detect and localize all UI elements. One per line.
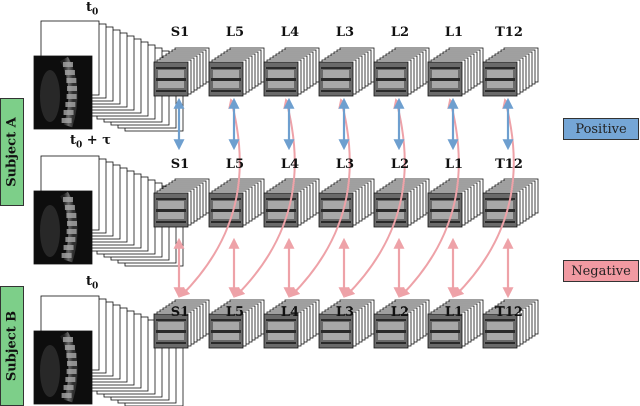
vertebra-stack-r1-L4 xyxy=(263,47,320,97)
sagittal-spine-mri-subject-a-t0-plus-tau xyxy=(40,191,78,263)
level-label-r3-L2: L2 xyxy=(390,305,410,320)
level-label-r3-L5: L5 xyxy=(225,305,245,320)
vertebra-stack-r3-L4 xyxy=(263,299,320,349)
axial-vertebra-mri-stack xyxy=(485,67,515,92)
vertebra-stack-r1-S1 xyxy=(153,47,210,97)
axial-vertebra-mri-stack xyxy=(266,319,296,344)
vertebra-stack-r3-L5 xyxy=(208,299,265,349)
level-label-r2-T12: T12 xyxy=(495,157,523,172)
vertebra-stack-r2-T12 xyxy=(482,178,539,228)
vertebra-stack-r3-S1 xyxy=(153,299,210,349)
level-label-r2-L3: L3 xyxy=(335,157,355,172)
vertebra-stack-r3-L1 xyxy=(427,299,484,349)
vertebra-stack-r1-L2 xyxy=(373,47,430,97)
time-label-t0-plus-tau: t0 + τ xyxy=(70,133,111,151)
axial-vertebra-mri-stack xyxy=(376,319,406,344)
vertebra-stack-r3-L2 xyxy=(373,299,430,349)
vertebra-stack-r2-L5 xyxy=(208,178,265,228)
axial-vertebra-mri-stack xyxy=(156,67,186,92)
axial-vertebra-mri-stack xyxy=(156,198,186,223)
vertebra-stack-r1-T12 xyxy=(482,47,539,97)
level-label-r3-L3: L3 xyxy=(335,305,355,320)
level-label-r2-L1: L1 xyxy=(444,157,464,172)
level-label-r2-L2: L2 xyxy=(390,157,410,172)
subject-b-label: Subject B xyxy=(0,286,24,406)
level-label-r2-L5: L5 xyxy=(225,157,245,172)
level-label-r2-S1: S1 xyxy=(170,157,190,172)
vertebra-stack-r1-L1 xyxy=(427,47,484,97)
vertebra-stack-r2-L1 xyxy=(427,178,484,228)
sagittal-spine-mri-subject-b-t0 xyxy=(40,331,78,403)
legend-positive: Positive xyxy=(563,118,639,140)
level-label-r3-T12: T12 xyxy=(495,305,523,320)
vertebra-stack-r1-L5 xyxy=(208,47,265,97)
axial-vertebra-mri-stack xyxy=(430,319,460,344)
time-label-t0-row3: t0 xyxy=(86,274,99,292)
sagittal-spine-mri-subject-a-t0 xyxy=(40,56,78,128)
level-label-r1-T12: T12 xyxy=(495,25,523,40)
level-label-r1-L2: L2 xyxy=(390,25,410,40)
level-label-r1-S1: S1 xyxy=(170,25,190,40)
axial-vertebra-mri-stack xyxy=(321,319,351,344)
time-label-t0-row1: t0 xyxy=(86,0,99,18)
vertebra-stack-r2-L4 xyxy=(263,178,320,228)
axial-vertebra-mri-stack xyxy=(485,319,515,344)
level-label-r1-L4: L4 xyxy=(280,25,300,40)
subject-a-label: Subject A xyxy=(0,98,24,206)
volume-stack-3 xyxy=(33,295,184,406)
axial-vertebra-mri-stack xyxy=(321,67,351,92)
level-label-r3-S1: S1 xyxy=(170,305,190,320)
level-label-r1-L3: L3 xyxy=(335,25,355,40)
axial-vertebra-mri-stack xyxy=(211,67,241,92)
level-label-r2-L4: L4 xyxy=(280,157,300,172)
vertebra-stack-r1-L3 xyxy=(318,47,375,97)
axial-vertebra-mri-stack xyxy=(266,67,296,92)
axial-vertebra-mri-stack xyxy=(156,319,186,344)
axial-vertebra-mri-stack xyxy=(211,319,241,344)
axial-vertebra-mri-stack xyxy=(430,67,460,92)
level-label-r1-L5: L5 xyxy=(225,25,245,40)
vertebra-stack-r3-T12 xyxy=(482,299,539,349)
level-label-r3-L1: L1 xyxy=(444,305,464,320)
vertebra-stack-r2-L2 xyxy=(373,178,430,228)
legend-negative: Negative xyxy=(563,260,639,282)
vertebra-stack-r3-L3 xyxy=(318,299,375,349)
vertebra-stack-r2-L3 xyxy=(318,178,375,228)
axial-vertebra-mri-stack xyxy=(376,67,406,92)
volume-stack-2 xyxy=(33,155,184,267)
level-label-r3-L4: L4 xyxy=(280,305,300,320)
level-label-r1-L1: L1 xyxy=(444,25,464,40)
